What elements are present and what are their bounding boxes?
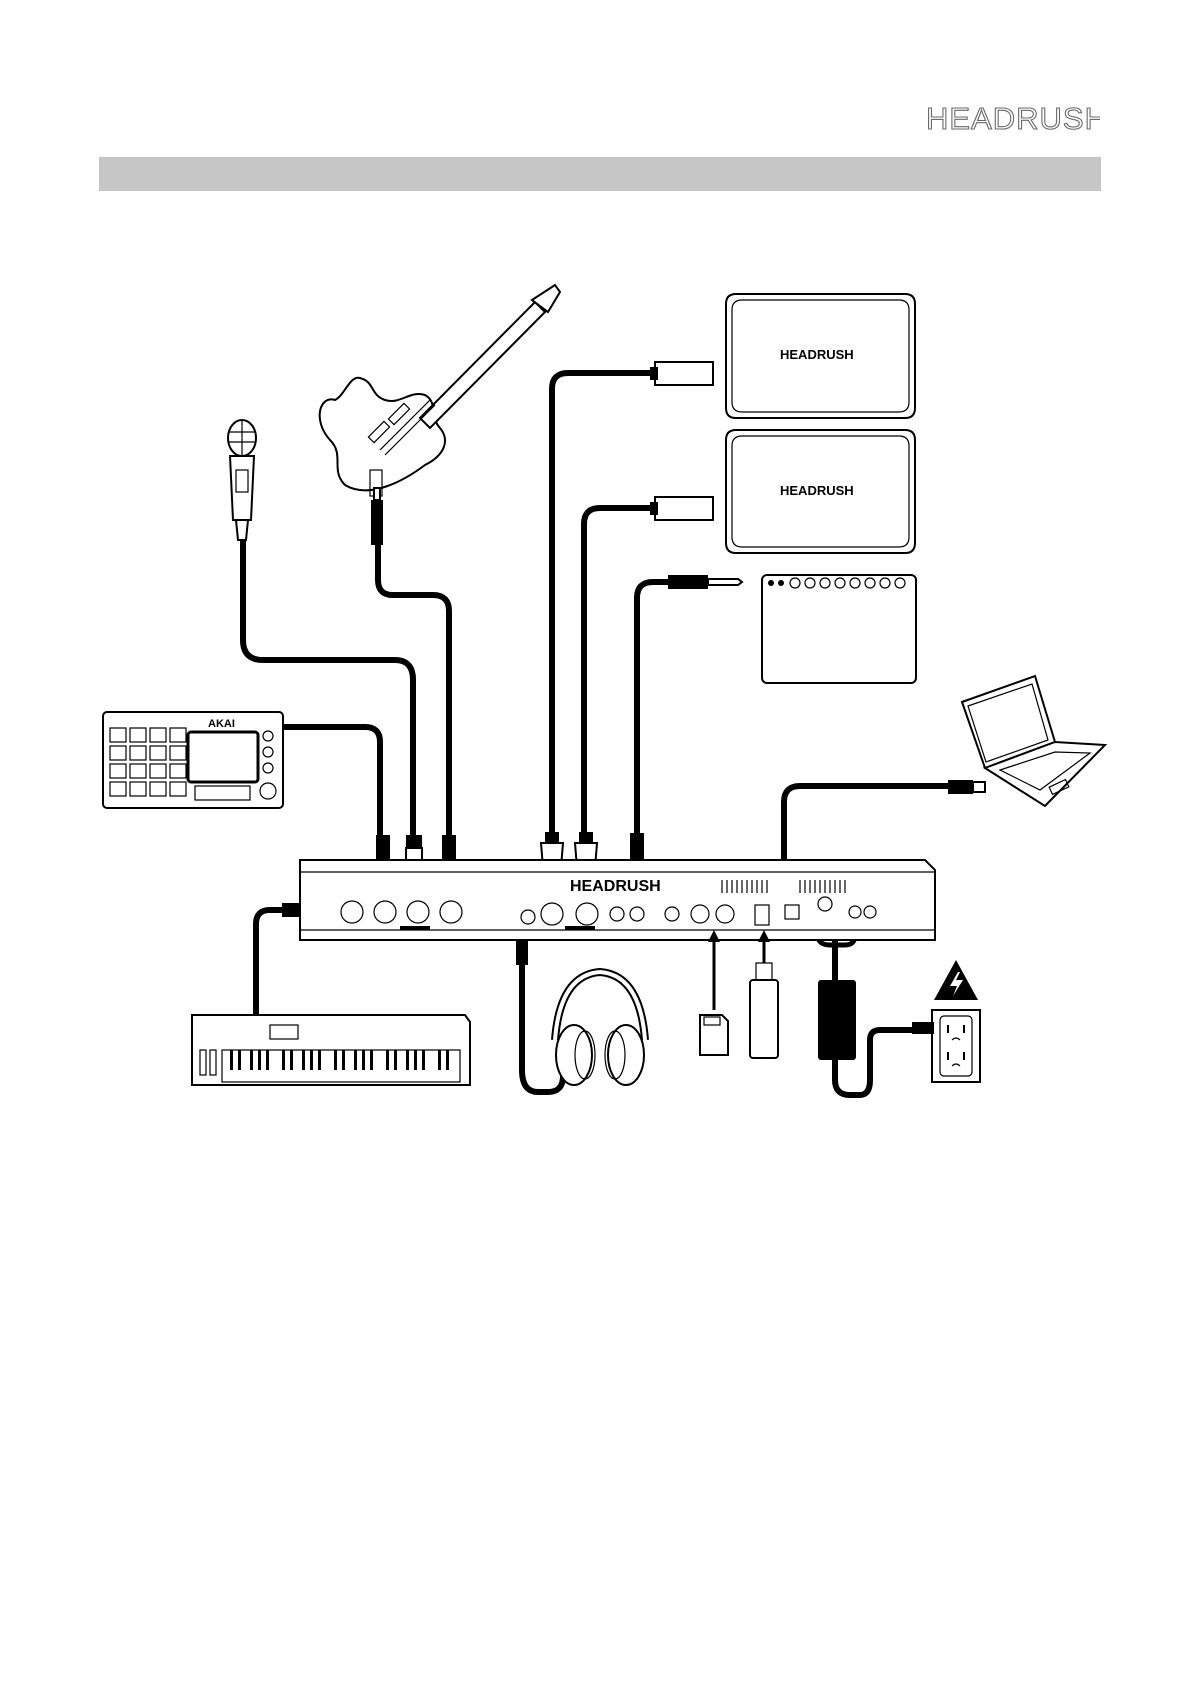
unit-label: HEADRUSH	[570, 878, 661, 895]
speaker-label: HEADRUSH	[780, 347, 854, 362]
power-adapter-icon	[818, 980, 856, 1060]
speaker-label: HEADRUSH	[780, 483, 854, 498]
electric-guitar-icon	[320, 285, 560, 545]
keyboard-synth-icon	[192, 1015, 470, 1085]
usb-drive-icon	[750, 930, 778, 1058]
main-unit-rear-panel: HEADRUSH	[300, 860, 935, 940]
guitar-amp-icon	[762, 575, 916, 683]
pad-sampler-icon: AKAI	[103, 712, 283, 808]
sampler-brand: AKAI	[208, 718, 235, 730]
microphone-icon	[228, 420, 256, 540]
sd-card-icon	[700, 930, 728, 1055]
wall-outlet-icon	[912, 1010, 980, 1082]
powered-speaker-icon: HEADRUSH	[726, 430, 915, 553]
powered-speaker-icon: HEADRUSH	[726, 294, 915, 418]
warning-triangle-icon	[934, 960, 978, 1000]
headphones-icon	[555, 972, 645, 1085]
